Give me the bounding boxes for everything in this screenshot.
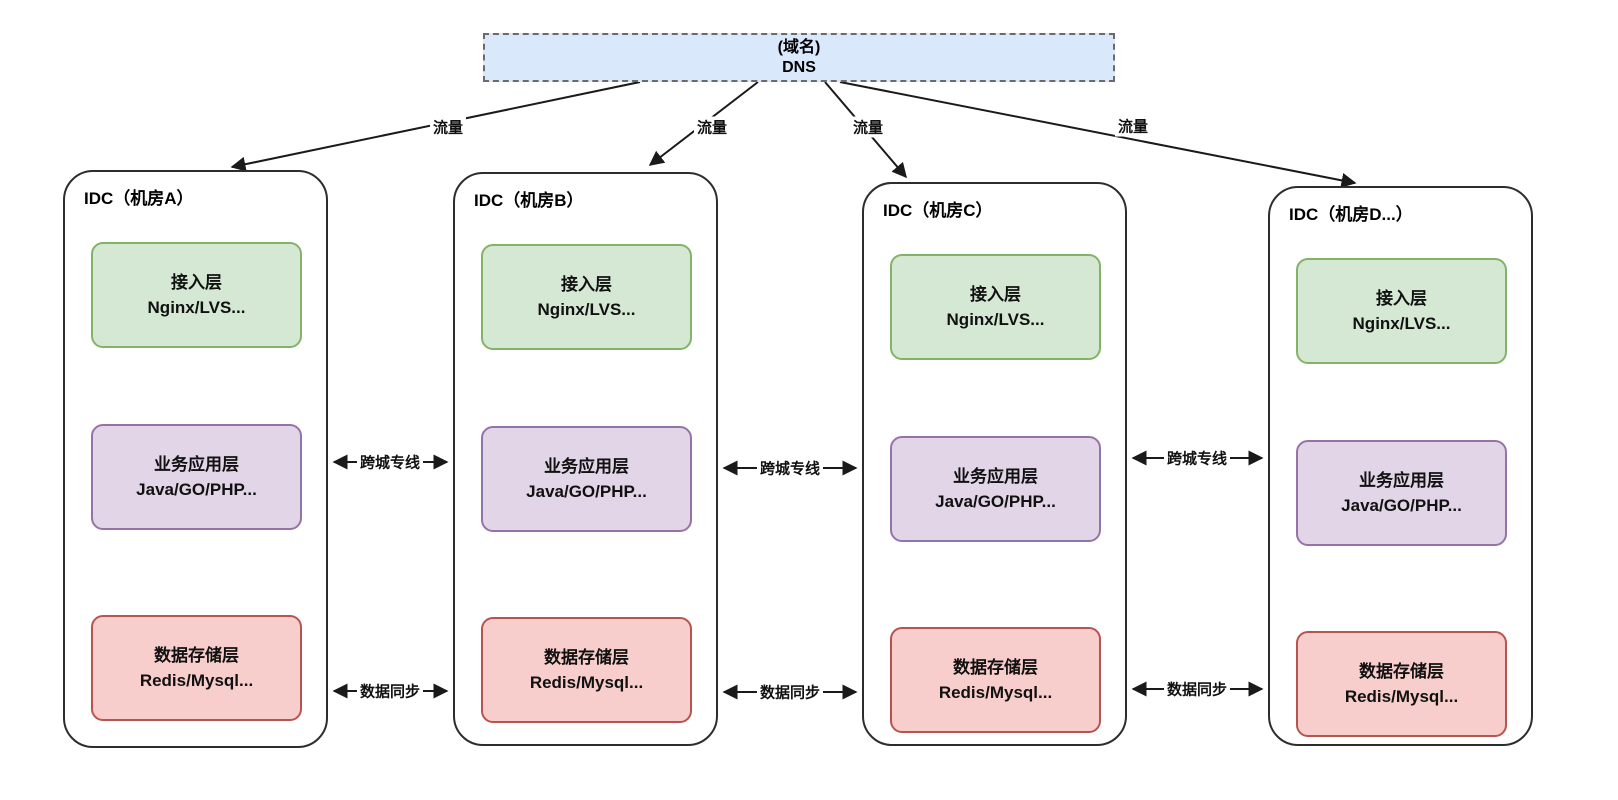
idc-container-b: IDC（机房B） 接入层 Nginx/LVS... 业务应用层 Java/GO/… — [453, 172, 718, 746]
app-layer-subtitle: Java/GO/PHP... — [935, 492, 1056, 511]
access-layer-subtitle: Nginx/LVS... — [147, 298, 246, 317]
app-layer-subtitle: Java/GO/PHP... — [136, 480, 257, 499]
access-layer-subtitle: Nginx/LVS... — [1352, 314, 1451, 333]
traffic-arrow-idc-d — [839, 81, 1357, 188]
dns-node: (域名) DNS — [483, 33, 1115, 82]
app-layer-title: 业务应用层 — [544, 456, 629, 476]
storage-layer-title: 数据存储层 — [953, 657, 1038, 677]
app-layer-title: 业务应用层 — [953, 466, 1038, 486]
data-sync-label-cd: 数据同步 — [1163, 678, 1231, 700]
data-sync-label-ab: 数据同步 — [356, 680, 424, 702]
storage-layer-node-c: 数据存储层 Redis/Mysql... — [890, 627, 1101, 733]
access-layer-title: 接入层 — [970, 284, 1021, 304]
access-layer-node-a: 接入层 Nginx/LVS... — [91, 242, 302, 348]
app-layer-node-c: 业务应用层 Java/GO/PHP... — [890, 436, 1101, 542]
access-layer-node-c: 接入层 Nginx/LVS... — [890, 254, 1101, 360]
storage-layer-node-b: 数据存储层 Redis/Mysql... — [481, 617, 692, 723]
app-layer-node-d: 业务应用层 Java/GO/PHP... — [1296, 440, 1507, 546]
access-layer-title: 接入层 — [1376, 288, 1427, 308]
app-layer-subtitle: Java/GO/PHP... — [1341, 496, 1462, 515]
dns-label: DNS — [782, 58, 816, 76]
access-layer-node-d: 接入层 Nginx/LVS... — [1296, 258, 1507, 364]
app-layer-title: 业务应用层 — [1359, 470, 1444, 490]
idc-title-b: IDC（机房B） — [474, 191, 584, 210]
app-layer-node-a: 业务应用层 Java/GO/PHP... — [91, 424, 302, 530]
idc-title-a: IDC（机房A） — [84, 189, 194, 208]
storage-layer-subtitle: Redis/Mysql... — [529, 673, 644, 692]
storage-layer-title: 数据存储层 — [544, 647, 629, 667]
traffic-label-b: 流量 — [693, 116, 731, 138]
data-sync-label-bc: 数据同步 — [756, 681, 824, 703]
cross-city-label-cd: 跨城专线 — [1163, 447, 1231, 469]
app-layer-title: 业务应用层 — [154, 454, 239, 474]
traffic-label-c: 流量 — [849, 116, 887, 138]
idc-title-d: IDC（机房D...） — [1289, 205, 1413, 224]
idc-container-d: IDC（机房D...） 接入层 Nginx/LVS... 业务应用层 Java/… — [1268, 186, 1533, 746]
idc-container-c: IDC（机房C） 接入层 Nginx/LVS... 业务应用层 Java/GO/… — [862, 182, 1127, 746]
access-layer-subtitle: Nginx/LVS... — [537, 300, 636, 319]
traffic-label-a: 流量 — [429, 116, 467, 138]
idc-title-c: IDC（机房C） — [883, 201, 993, 220]
storage-layer-subtitle: Redis/Mysql... — [139, 671, 254, 690]
storage-layer-subtitle: Redis/Mysql... — [938, 683, 1053, 702]
access-layer-subtitle: Nginx/LVS... — [946, 310, 1045, 329]
storage-layer-node-a: 数据存储层 Redis/Mysql... — [91, 615, 302, 721]
access-layer-title: 接入层 — [171, 272, 222, 292]
access-layer-title: 接入层 — [561, 274, 612, 294]
cross-city-label-bc: 跨城专线 — [756, 457, 824, 479]
app-layer-subtitle: Java/GO/PHP... — [526, 482, 647, 501]
cross-city-label-ab: 跨城专线 — [356, 451, 424, 473]
app-layer-node-b: 业务应用层 Java/GO/PHP... — [481, 426, 692, 532]
storage-layer-node-d: 数据存储层 Redis/Mysql... — [1296, 631, 1507, 737]
access-layer-node-b: 接入层 Nginx/LVS... — [481, 244, 692, 350]
storage-layer-subtitle: Redis/Mysql... — [1344, 687, 1459, 706]
storage-layer-title: 数据存储层 — [1359, 661, 1444, 681]
idc-container-a: IDC（机房A） 接入层 Nginx/LVS... 业务应用层 Java/GO/… — [63, 170, 328, 748]
traffic-label-d: 流量 — [1114, 115, 1152, 137]
storage-layer-title: 数据存储层 — [154, 645, 239, 665]
dns-domain-label: (域名) — [777, 38, 821, 56]
